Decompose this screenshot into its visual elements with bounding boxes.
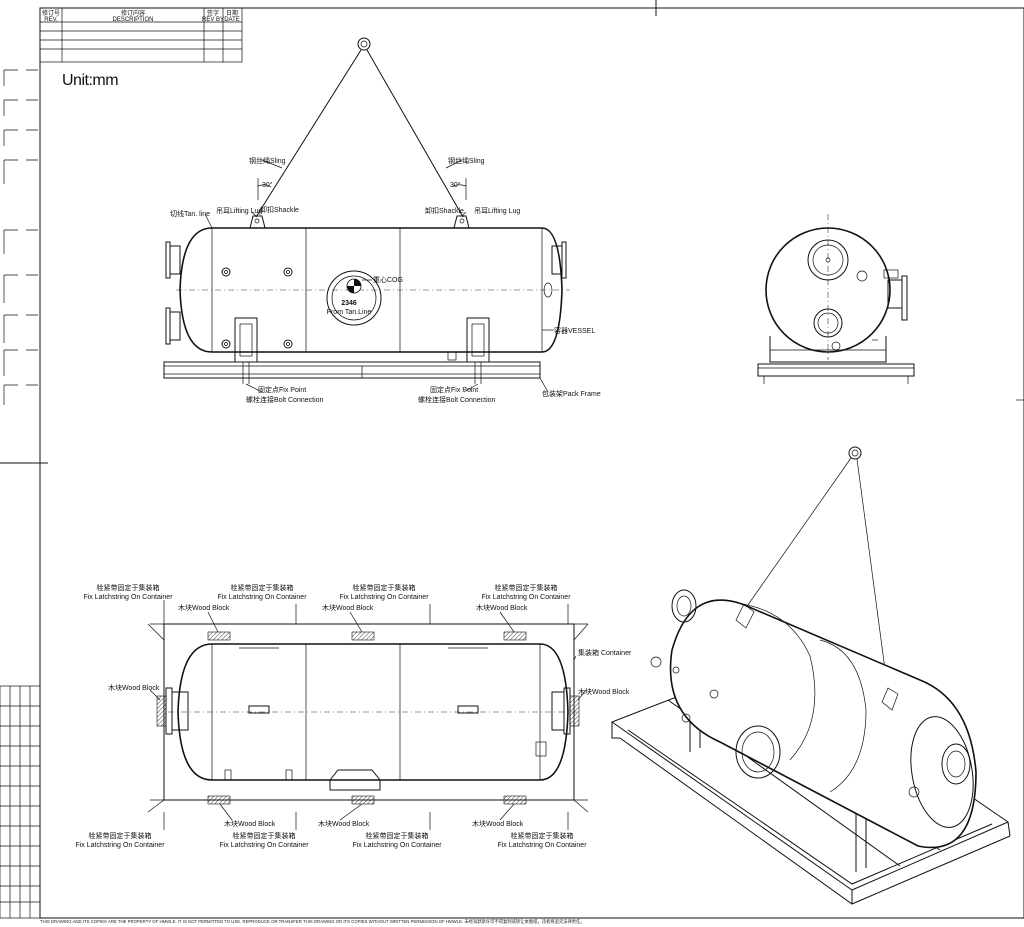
latch-top-1-cn: 栓紧带固定于集装箱 <box>97 583 160 592</box>
iso-vessel <box>669 599 977 849</box>
sling-left-label: 钢丝绳Sling <box>249 156 286 165</box>
hook-ring-icon <box>357 37 371 51</box>
latch-bottom-1-cn: 栓紧带固定于集装箱 <box>89 831 152 840</box>
lug-left-label: 吊耳Lifting Lug <box>216 207 262 215</box>
sling-right-label: 钢丝绳Sling <box>448 156 485 165</box>
wood-block-right: 木块Wood Block <box>578 687 630 696</box>
latch-bottom-4-cn: 栓紧带固定于集装箱 <box>511 831 574 840</box>
revby-header: REV BY <box>202 17 224 23</box>
bolt-connection-left: 螺栓连接Bolt Connection <box>246 395 324 404</box>
description-header: DESCRIPTION <box>112 17 153 23</box>
tan-line-label: 切线Tan. line <box>170 209 210 218</box>
end-view <box>757 214 915 384</box>
latch-top-4-cn: 栓紧带固定于集装箱 <box>495 583 558 592</box>
side-elevation-view: 钢丝绳Sling 钢丝绳Sling 30° 30° 切线Tan. line 吊耳… <box>163 37 601 404</box>
angle-left-label: 30° <box>262 181 273 189</box>
pack-frame-label: 包装架Pack Frame <box>542 389 601 398</box>
latch-top-2-cn: 栓紧带固定于集装箱 <box>231 583 294 592</box>
svg-text:日期: 日期 <box>226 9 238 17</box>
iso-hook-icon <box>848 446 862 460</box>
latch-top-3-cn: 栓紧带固定于集装箱 <box>353 583 416 592</box>
shackle-left-label: 卸扣Shackle <box>260 205 299 214</box>
wood-block-bottom-1: 木块Wood Block <box>224 819 276 828</box>
pack-frame <box>163 361 541 379</box>
saddle-right <box>466 317 490 363</box>
wood-block-top-2: 木块Wood Block <box>322 603 374 612</box>
revision-table: 修订号 REV. 修订内容 DESCRIPTION 签字 REV BY 日期 D… <box>39 7 243 63</box>
copyright-footer: THIS DRAWING AND ITS COPIES ARE THE PROP… <box>40 919 585 924</box>
plan-view: 栓紧带固定于集装箱 Fix Latchstring On Container 栓… <box>75 583 632 849</box>
date-header: DATE <box>224 17 240 23</box>
container-label: 集装箱 Container <box>578 648 632 657</box>
cog-label: 重心COG <box>373 276 403 284</box>
wood-block-top-3: 木块Wood Block <box>476 603 528 612</box>
left-title-strip <box>0 685 41 919</box>
bolt-connection-right: 螺栓连接Bolt Connection <box>418 395 496 404</box>
sling-right <box>366 49 464 218</box>
end-frame <box>757 363 915 377</box>
latch-bottom-3-cn: 栓紧带固定于集装箱 <box>366 831 429 840</box>
sling-left <box>255 49 362 218</box>
fix-point-right: 固定点Fix Point <box>430 385 478 394</box>
wood-block-left: 木块Wood Block <box>108 683 160 692</box>
wood-block-bottom-3: 木块Wood Block <box>472 819 524 828</box>
cog-distance: 2346 <box>341 300 357 307</box>
latch-top-1: Fix Latchstring On Container <box>83 594 173 601</box>
rev-header: REV. <box>44 17 58 23</box>
latch-top-4: Fix Latchstring On Container <box>481 594 571 601</box>
vessel-label: 容器VESSEL <box>554 326 595 335</box>
angle-right-label: 30° <box>450 181 461 189</box>
fix-point-left: 固定点Fix Point <box>258 385 306 394</box>
saddle-left <box>234 317 258 363</box>
wood-block-top-1: 木块Wood Block <box>178 603 230 612</box>
manway <box>326 270 382 326</box>
cog-from-label: From Tan.Line <box>327 309 372 316</box>
latch-bottom-3: Fix Latchstring On Container <box>352 842 442 849</box>
latch-bottom-2-cn: 栓紧带固定于集装箱 <box>233 831 296 840</box>
svg-text:签字: 签字 <box>207 9 219 17</box>
latch-bottom-2: Fix Latchstring On Container <box>219 842 309 849</box>
isometric-view <box>610 446 1011 905</box>
svg-text:修订内容: 修订内容 <box>121 9 145 17</box>
latch-bottom-4: Fix Latchstring On Container <box>497 842 587 849</box>
svg-text:修订号: 修订号 <box>42 9 60 17</box>
lug-right-label: 吊耳Lifting Lug <box>474 207 520 215</box>
latch-top-3: Fix Latchstring On Container <box>339 594 429 601</box>
vessel-end-circle <box>765 227 891 353</box>
margin-marks <box>3 69 38 405</box>
latch-top-2: Fix Latchstring On Container <box>217 594 307 601</box>
latch-bottom-1: Fix Latchstring On Container <box>75 842 165 849</box>
shackle-right-label: 卸扣Shackle <box>425 206 464 215</box>
units-label: Unit:mm <box>62 72 119 89</box>
wood-block-bottom-2: 木块Wood Block <box>318 819 370 828</box>
